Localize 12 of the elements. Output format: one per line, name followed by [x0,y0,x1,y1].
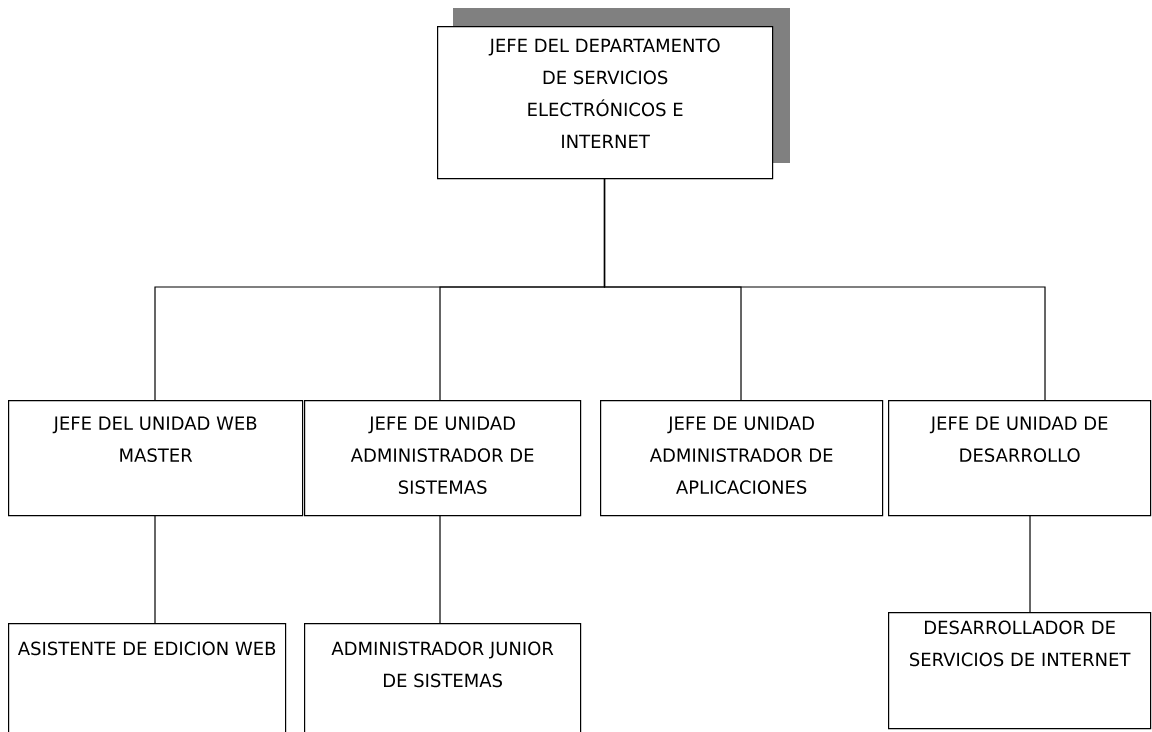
org-box: JEFE DEL DEPARTAMENTO DE SERVICIOS ELECTRÓNICOS E INTERNET [437,8,790,180]
connector-line [439,514,441,624]
org-box: DESARROLLADOR DE SERVICIOS DE INTERNET [888,612,1152,730]
org-box: JEFE DEL UNIDAD WEB MASTER [8,400,304,517]
org-box: JEFE DE UNIDAD ADMINISTRADOR DE SISTEMAS [304,400,582,517]
org-box: JEFE DE UNIDAD ADMINISTRADOR DE APLICACIONES [600,400,884,517]
org-box: JEFE DE UNIDAD DE DESARROLLO [888,400,1152,517]
connector-line [154,514,156,624]
org-box: ASISTENTE DE EDICION WEB [8,623,287,732]
connector-line [603,177,1046,401]
org-box: ADMINISTRADOR JUNIOR DE SISTEMAS [304,623,582,732]
connector-line [1029,514,1031,613]
